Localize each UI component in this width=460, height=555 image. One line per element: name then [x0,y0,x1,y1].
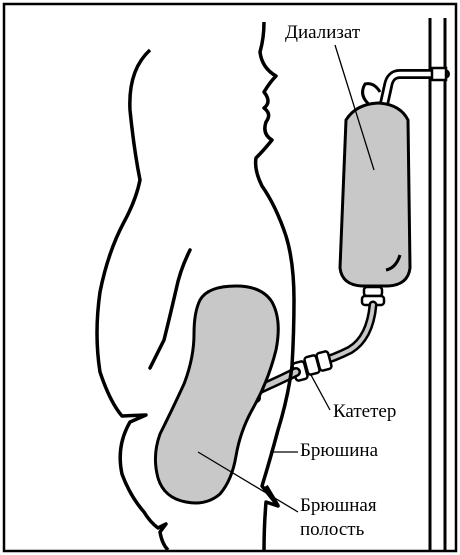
iv-pole [430,18,445,551]
label-cavity-line2: полость [300,519,364,541]
label-cavity-line1: Брюшная [300,495,377,517]
bag-hanger [363,68,446,106]
dialysate-bag [340,103,410,286]
body-front-contour [256,22,294,551]
peritoneal-cavity [155,286,278,503]
label-catheter: Катетер [333,401,396,423]
leader-catheter [311,375,330,410]
label-peritoneum: Брюшина [300,440,378,462]
arm-line [150,250,190,368]
label-dialysate: Диализат [285,22,360,44]
